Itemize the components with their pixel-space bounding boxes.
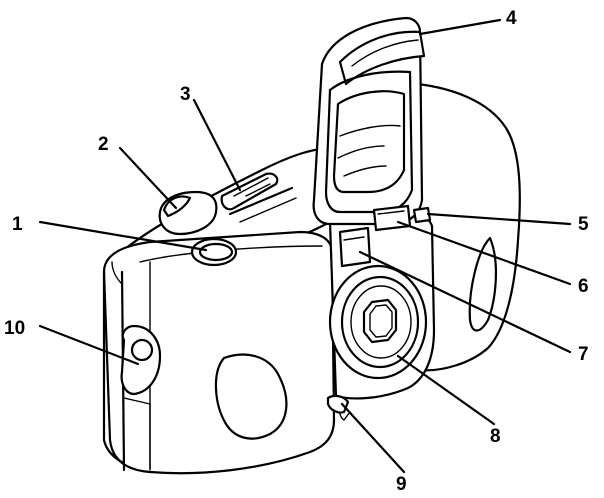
viewfinder-windows <box>338 204 432 268</box>
flash-head <box>312 16 426 226</box>
callout-labels: 1 2 3 4 5 6 7 8 9 10 <box>4 8 589 495</box>
callout-label-4: 4 <box>506 8 517 29</box>
leader-line-7 <box>358 250 572 354</box>
callout-label-2: 2 <box>98 134 109 155</box>
leader-line-1 <box>38 220 208 252</box>
leader-line-6 <box>396 220 572 286</box>
lens-barrel <box>328 264 428 380</box>
leader-line-8 <box>396 354 496 426</box>
callout-label-1: 1 <box>12 214 23 235</box>
leader-line-5 <box>426 212 572 226</box>
callout-label-3: 3 <box>180 84 191 105</box>
leader-line-2 <box>118 146 178 210</box>
callout-label-9: 9 <box>396 474 407 495</box>
callout-label-10: 10 <box>4 318 25 339</box>
callout-label-6: 6 <box>578 276 589 297</box>
leader-line-4 <box>418 18 502 36</box>
camera-body <box>102 82 521 475</box>
top-controls <box>158 172 297 267</box>
leader-line-9 <box>340 402 406 474</box>
callout-label-8: 8 <box>490 426 501 447</box>
leader-line-3 <box>192 98 242 192</box>
callout-label-5: 5 <box>578 214 589 235</box>
callout-label-7: 7 <box>578 344 589 365</box>
leader-line-10 <box>38 324 140 366</box>
leader-lines <box>38 18 572 474</box>
